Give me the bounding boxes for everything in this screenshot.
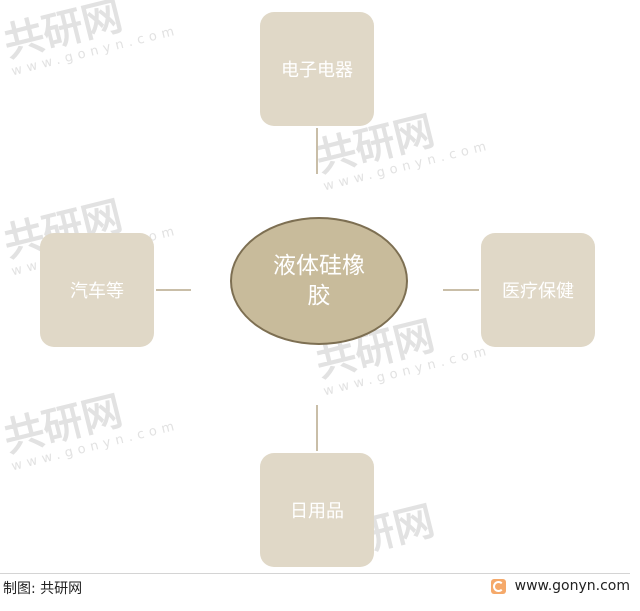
node-label: 电子电器 [281,60,353,81]
site-url[interactable]: www.gonyn.com [514,578,630,594]
credit-text: 制图: 共研网 [3,581,83,597]
application-diagram: 共研网 www.gonyn.com 共研网 www.gonyn.com 共研网 … [0,0,595,572]
connector-line-top [316,128,318,174]
connector-line-right [443,289,479,291]
center-node-liquid-silicone-rubber: 液体硅橡胶 [230,217,408,345]
node-electronics: 电子电器 [260,12,374,126]
site-link[interactable]: www.gonyn.com [490,578,630,594]
connector-line-bottom [316,405,318,451]
footer-divider [0,573,630,574]
node-label: 日用品 [290,501,344,522]
node-label: 医疗保健 [502,281,574,302]
center-label: 液体硅橡胶 [273,253,365,309]
connector-line-left [156,289,191,291]
gonyn-logo-icon [490,578,506,594]
footer: 制图: 共研网 www.gonyn.com [0,577,640,599]
node-healthcare: 医疗保健 [481,233,595,347]
watermark: 共研网 www.gonyn.com [0,388,181,475]
node-label: 汽车等 [70,281,124,302]
node-automotive: 汽车等 [40,233,154,347]
node-daily-goods: 日用品 [260,453,374,567]
watermark: 共研网 www.gonyn.com [0,0,181,80]
